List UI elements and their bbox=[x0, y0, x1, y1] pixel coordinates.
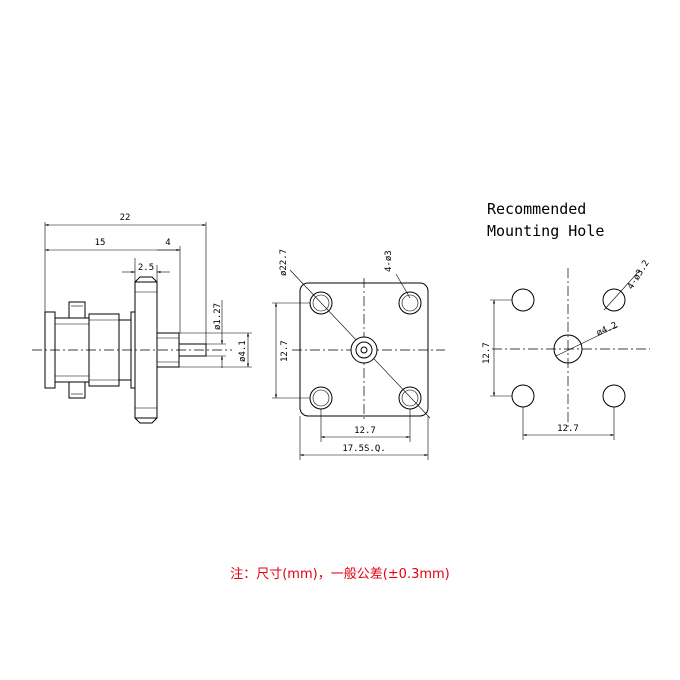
mounting-title-line2: Mounting Hole bbox=[487, 222, 604, 240]
center-contact-outer bbox=[350, 336, 378, 364]
tolerance-note: 注：尺寸(mm)，一般公差(±0.3mm) bbox=[230, 566, 450, 582]
recommended-holes bbox=[511, 288, 626, 408]
dim-pin-diameter: ø1.27 bbox=[213, 303, 223, 330]
connector-body bbox=[44, 276, 207, 424]
dim-body-length: 15 bbox=[95, 238, 106, 248]
dim-hole-circle: ø22.7 bbox=[279, 249, 289, 276]
center-contact-pin bbox=[360, 346, 368, 354]
flange-square bbox=[299, 282, 429, 417]
dim-vertical-hole-spacing: 12.7 bbox=[280, 340, 290, 362]
dim-flange-thickness: 2.5 bbox=[138, 263, 154, 273]
dim-recommended-horizontal-spacing: 12.7 bbox=[557, 424, 579, 434]
front-view: ø22.7 4-ø3 12.7 12.7 17.5S.Q. bbox=[272, 249, 445, 460]
dim-overall-length: 22 bbox=[120, 213, 131, 223]
dim-flange-square: 17.5S.Q. bbox=[342, 444, 385, 454]
dim-center-hole: ø4.2 bbox=[595, 321, 619, 339]
center-contact-inner bbox=[355, 341, 373, 359]
side-view: 22 15 4 2.5 ø1.27 ø4.1 bbox=[32, 213, 252, 424]
dim-horizontal-hole-spacing: 12.7 bbox=[354, 426, 376, 436]
mounting-title-line1: Recommended bbox=[487, 200, 586, 218]
dim-pin-length: 4 bbox=[165, 238, 170, 248]
dim-recommended-vertical-spacing: 12.7 bbox=[482, 342, 492, 364]
recommended-center-hole bbox=[553, 334, 583, 364]
dim-flange-holes: 4-ø3 bbox=[384, 250, 394, 272]
mounting-hole-view: Recommended Mounting Hole 4-ø3.2 ø4.2 12… bbox=[482, 200, 652, 440]
dim-insulator-diameter: ø4.1 bbox=[238, 340, 248, 362]
dim-recommended-holes: 4-ø3.2 bbox=[626, 259, 652, 292]
